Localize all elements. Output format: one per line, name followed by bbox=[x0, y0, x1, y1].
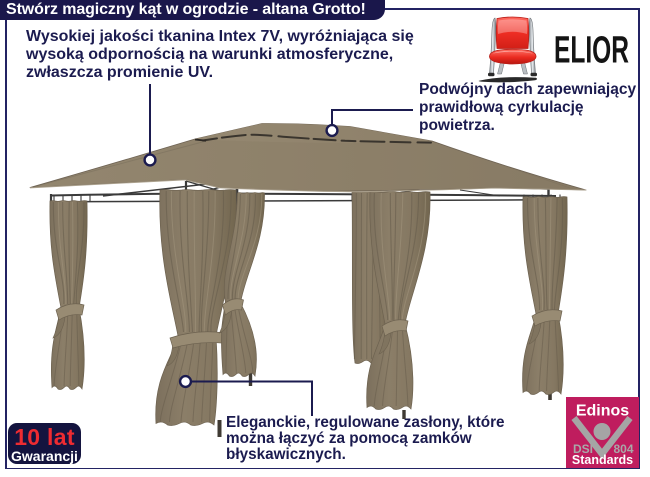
svg-text:Standards: Standards bbox=[572, 453, 633, 467]
svg-text:Edinos: Edinos bbox=[576, 403, 629, 420]
svg-text:DSI: DSI bbox=[573, 442, 593, 456]
svg-text:804: 804 bbox=[614, 442, 634, 456]
svg-text:ELIOR: ELIOR bbox=[554, 30, 629, 72]
